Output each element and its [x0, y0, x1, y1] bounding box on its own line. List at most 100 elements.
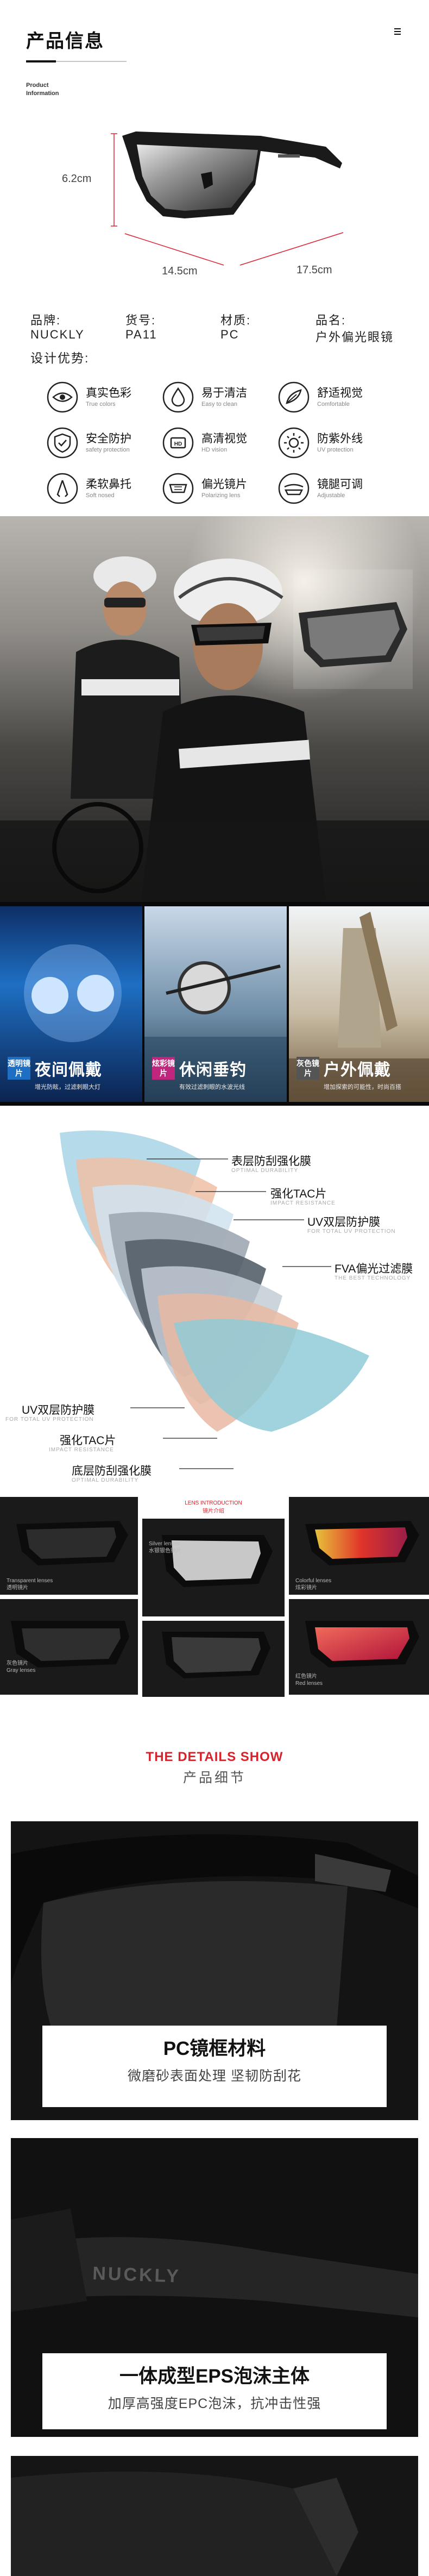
feature-item: 真实色彩 True colors	[47, 380, 162, 414]
adjustable-temple-icon	[278, 473, 310, 504]
page-title: 产品信息	[26, 31, 104, 52]
scene-badge: 透明镜片	[8, 1057, 30, 1080]
front-width-dimension-line	[124, 233, 224, 266]
glasses-transparent-image	[16, 1521, 128, 1565]
layer-label-uv-upper: UV双层防护膜	[307, 1216, 381, 1229]
eye-icon	[47, 381, 78, 413]
subtitle-line-1: Product	[26, 82, 49, 89]
detail-panel-foam: NUCKLY 一体成型EPS泡沫主体 加厚高强度EPC泡沫，抗冲击性强	[11, 2138, 418, 2437]
svg-text:HD: HD	[174, 441, 182, 447]
feature-title: 高清视觉	[201, 433, 247, 445]
cyclist-lifestyle-photo	[0, 516, 429, 902]
layer-en-top-coating: OPTIMAL DURABILITY	[231, 1168, 299, 1174]
product-info-section: 产品信息 Product Information 6.2cm 14.5c	[0, 0, 429, 516]
scene-night: 透明镜片夜间佩戴 增光防眩，过滤刺眼大灯	[0, 906, 142, 1102]
detail-panel-frame: PC镜框材料 微磨砂表面处理 坚韧防刮花	[11, 1821, 418, 2120]
usage-scenes-strip: 透明镜片夜间佩戴 增光防眩，过滤刺眼大灯 炫彩镜片休闲垂钓 有效过滤刺眼的水波光…	[0, 902, 429, 1106]
scene-badge: 灰色镜片	[296, 1057, 319, 1080]
glasses-overlay-image	[293, 569, 413, 689]
comfort-icon	[278, 381, 310, 413]
feature-title: 柔软鼻托	[86, 478, 131, 491]
feature-subtitle: UV protection	[317, 447, 354, 453]
scene-name: 休闲垂钓	[179, 1061, 247, 1079]
lens-layers-section: 表层防刮强化膜 OPTIMAL DURABILITY 强化TAC片 IMPACT…	[0, 1106, 429, 1497]
spec-value-model: PA11	[125, 328, 157, 341]
feature-subtitle: True colors	[86, 401, 116, 408]
spec-labels-row: 品牌: 货号: 材质: 品名:	[30, 311, 411, 328]
scene-name: 夜间佩戴	[35, 1061, 102, 1079]
nosepad-closeup-image	[11, 2456, 418, 2576]
page-subtitle: Product Information	[26, 82, 59, 98]
layer-label-top-coating: 表层防刮强化膜	[231, 1155, 311, 1168]
feature-subtitle: HD vision	[201, 447, 228, 453]
feature-title: 防紫外线	[317, 433, 363, 445]
variant-card-red: 红色镜片 Red lenses	[289, 1599, 429, 1695]
feature-title: 安全防护	[86, 433, 131, 445]
spec-label-model: 货号:	[125, 314, 156, 327]
glasses-dark-image	[162, 1632, 270, 1678]
lens-intro-heading-cn: 镜片介绍	[203, 1508, 224, 1514]
feature-title: 真实色彩	[86, 387, 131, 399]
headlight-glow-image	[24, 944, 122, 1042]
cyclist-illustration	[0, 516, 429, 902]
advantages-title: 设计优势:	[30, 351, 90, 365]
glasses-product-image	[111, 131, 344, 266]
variant-card-dark	[142, 1621, 285, 1697]
layer-label-fva-polarizer: FVA偏光过滤膜	[335, 1263, 413, 1275]
detail-caption-frame: PC镜框材料 微磨砂表面处理 坚韧防刮花	[42, 2026, 387, 2107]
variant-cn-label: 红色镜片	[295, 1674, 317, 1679]
detail-title: PC镜框材料	[163, 2038, 266, 2059]
spec-label-name: 品名:	[316, 314, 346, 327]
variant-en-label: Silver lenses	[149, 1541, 180, 1547]
side-width-dimension: 17.5cm	[296, 264, 332, 276]
layer-label-uv-lower: UV双层防护膜	[22, 1404, 95, 1417]
feature-subtitle: Polarizing lens	[201, 492, 241, 499]
variant-cn-label: 灰色镜片	[7, 1660, 28, 1666]
feature-item: HD 高清视觉 HD vision	[162, 426, 278, 460]
detail-caption-foam: 一体成型EPS泡沫主体 加厚高强度EPC泡沫，抗冲击性强	[42, 2353, 387, 2429]
polarized-lens-icon	[162, 473, 194, 504]
scene-description: 有效过滤刺眼的水波光线	[179, 1084, 245, 1090]
layer-en-bottom-coating: OPTIMAL DURABILITY	[72, 1477, 139, 1483]
lens-intro-heading-en: LENS INTRODUCTION	[185, 1500, 242, 1506]
menu-icon[interactable]	[394, 28, 401, 36]
variant-cn-label: 透明镜片	[7, 1585, 28, 1591]
layer-en-tac-lower: IMPACT RESISTANCE	[49, 1447, 114, 1453]
front-width-dimension: 14.5cm	[162, 265, 198, 277]
shield-check-icon	[47, 427, 78, 459]
details-heading-en: THE DETAILS SHOW	[146, 1750, 283, 1764]
layer-en-tac-upper: IMPACT RESISTANCE	[270, 1200, 336, 1206]
layer-label-tac-upper: 强化TAC片	[270, 1188, 327, 1200]
feature-subtitle: Soft nosed	[86, 492, 115, 499]
spec-value-name: 户外偏光眼镜	[316, 330, 394, 344]
scene-badge: 炫彩镜片	[152, 1057, 175, 1080]
variant-en-label: Transparent lenses	[7, 1578, 53, 1584]
layer-en-uv-lower: FOR TOTAL UV PROTECTION	[5, 1417, 94, 1422]
scene-fishing: 炫彩镜片休闲垂钓 有效过滤刺眼的水波光线	[144, 906, 287, 1102]
sun-uv-icon	[278, 427, 310, 459]
hd-icon: HD	[162, 427, 194, 459]
nose-pad-icon	[47, 473, 78, 504]
scene-description: 增光防眩，过滤刺眼大灯	[35, 1084, 100, 1090]
details-heading-cn: 产品细节	[182, 1770, 246, 1785]
feature-subtitle: Adjustable	[317, 492, 345, 499]
water-drop-icon	[162, 381, 194, 413]
layer-label-bottom-coating: 底层防刮强化膜	[72, 1465, 152, 1477]
variant-cn-label: 炫彩镜片	[295, 1585, 317, 1591]
spec-label-brand: 品牌:	[30, 314, 61, 327]
feature-title: 偏光镜片	[201, 478, 247, 491]
spec-label-material: 材质:	[220, 314, 251, 327]
feature-subtitle: Comfortable	[317, 401, 350, 408]
scene-outdoor: 灰色镜片户外佩戴 增加探索的可能性，时尚百搭	[289, 906, 429, 1102]
variant-en-label: Red lenses	[295, 1681, 323, 1687]
side-width-dimension-line	[239, 232, 344, 266]
glasses-colorful-image	[305, 1521, 419, 1565]
subtitle-line-2: Information	[26, 90, 59, 97]
